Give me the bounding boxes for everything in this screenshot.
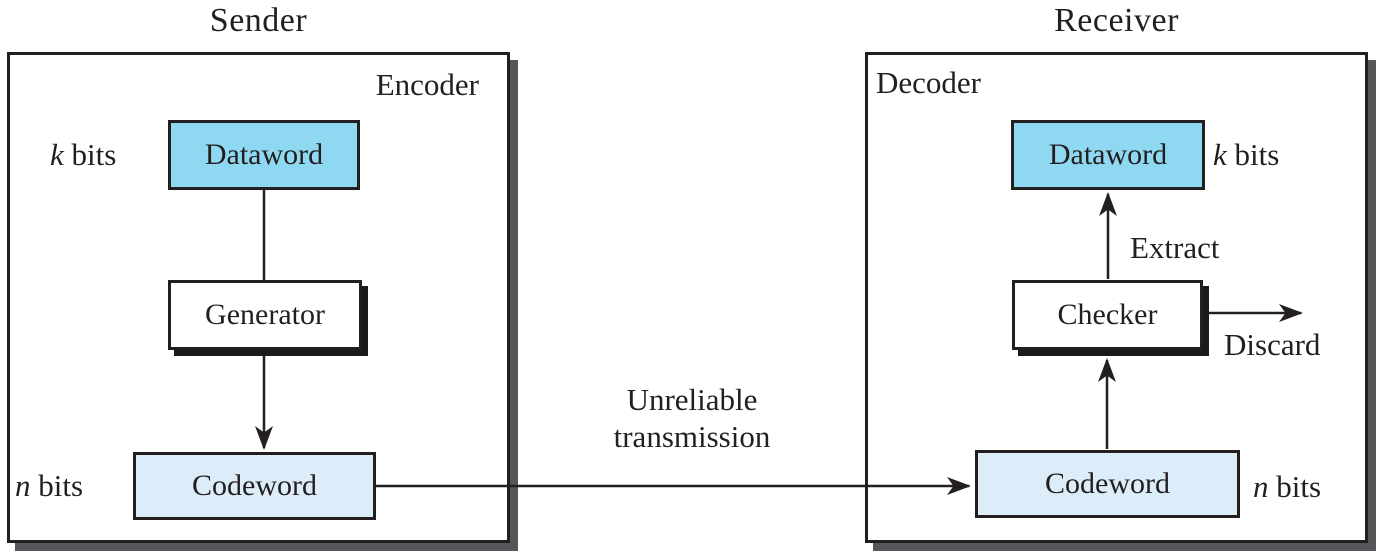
channel-label-line2: transmission	[613, 419, 771, 454]
discard-label: Discard	[1224, 327, 1321, 362]
sender-k-bits-label: k bits	[50, 137, 116, 173]
receiver-codeword-text: Codeword	[1045, 467, 1170, 500]
receiver-k-bits-label: k bits	[1213, 137, 1279, 173]
sender-dataword-text: Dataword	[204, 138, 324, 171]
k-variable: k	[1213, 137, 1227, 172]
n-unit: bits	[1276, 469, 1322, 504]
checker-block: Checker	[1012, 280, 1203, 350]
receiver-dataword-text: Dataword	[1048, 138, 1168, 171]
receiver-dataword-block: Dataword	[1011, 120, 1205, 190]
n-unit: bits	[38, 468, 84, 503]
generator-block: Generator	[168, 280, 362, 350]
sender-n-bits-label: n bits	[15, 468, 83, 504]
receiver-title: Receiver	[1054, 2, 1179, 39]
receiver-n-bits-label: n bits	[1253, 469, 1321, 505]
channel-label-line1: Unreliable	[626, 382, 758, 417]
n-variable: n	[1253, 469, 1269, 504]
extract-label: Extract	[1130, 230, 1220, 265]
generator-text: Generator	[205, 298, 325, 331]
decoder-label: Decoder	[876, 65, 981, 100]
sender-dataword-block: Dataword	[168, 120, 360, 190]
sender-codeword-text: Codeword	[192, 469, 317, 502]
encoder-label: Encoder	[375, 67, 479, 102]
unreliable-transmission-label: Unreliable transmission	[542, 381, 842, 455]
k-variable: k	[50, 137, 64, 172]
sender-codeword-block: Codeword	[133, 452, 376, 520]
n-variable: n	[15, 468, 31, 503]
k-unit: bits	[71, 137, 117, 172]
receiver-codeword-block: Codeword	[975, 450, 1240, 518]
checker-text: Checker	[1057, 298, 1158, 331]
sender-title: Sender	[209, 2, 308, 39]
k-unit: bits	[1234, 137, 1280, 172]
